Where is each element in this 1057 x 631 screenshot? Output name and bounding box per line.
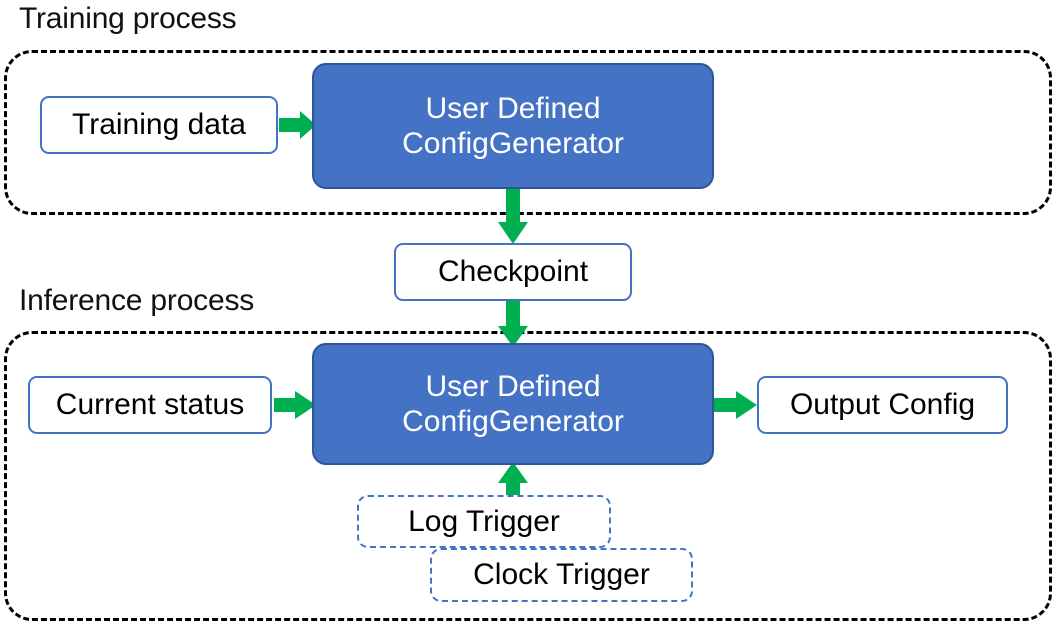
node-log-trigger[interactable]: Log Trigger [357,495,611,548]
node-clock-trigger[interactable]: Clock Trigger [430,548,693,602]
inference-process-caption: Inference process [19,284,255,317]
node-inference-config-generator[interactable]: User Defined ConfigGenerator [312,343,714,465]
generator-line-2: ConfigGenerator [402,127,624,160]
node-log-trigger-label: Log Trigger [408,504,560,538]
node-clock-trigger-label: Clock Trigger [473,558,650,592]
node-checkpoint-label: Checkpoint [437,255,589,289]
node-checkpoint[interactable]: Checkpoint [394,243,632,301]
training-process-container [4,50,1052,215]
node-training-config-generator-label: User Defined ConfigGenerator [402,91,624,162]
inference-process-container [4,331,1052,621]
node-inference-config-generator-label: User Defined ConfigGenerator [402,369,624,440]
generator-line-2: ConfigGenerator [402,405,624,438]
arrow-generator-to-output-config [712,391,757,419]
arrow-triggers-to-generator [498,462,528,510]
training-process-caption: Training process [19,2,237,35]
arrow-training-data-to-generator [279,111,316,139]
generator-line-1: User Defined [425,369,601,403]
arrow-checkpoint-to-inference-generator [498,299,528,347]
arrow-current-status-to-generator [274,391,316,419]
arrow-generator-to-checkpoint [498,186,528,244]
node-training-config-generator[interactable]: User Defined ConfigGenerator [312,63,714,189]
generator-line-1: User Defined [425,91,601,125]
